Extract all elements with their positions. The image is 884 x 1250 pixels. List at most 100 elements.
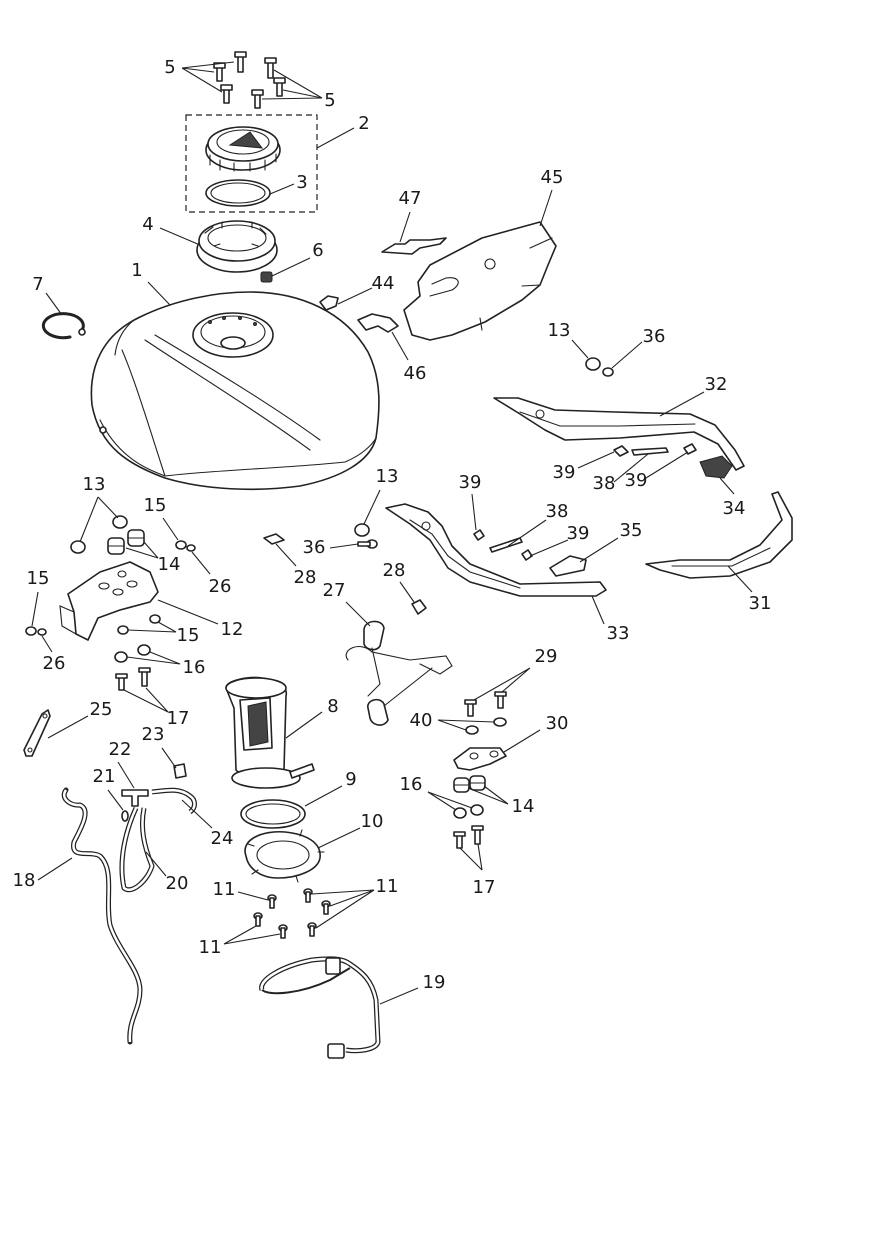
callout-c26a: 26 bbox=[209, 576, 232, 597]
callout-c36a: 36 bbox=[643, 326, 666, 347]
callout-c16a: 16 bbox=[183, 657, 206, 678]
callout-c45: 45 bbox=[541, 167, 564, 188]
callout-c13b: 13 bbox=[83, 474, 106, 495]
callout-c27: 27 bbox=[323, 580, 346, 601]
part-28-clip-mid bbox=[263, 533, 297, 567]
callout-c16b: 16 bbox=[400, 774, 423, 795]
callout-c15c: 15 bbox=[177, 625, 200, 646]
callout-c6: 6 bbox=[312, 240, 323, 261]
part-16-bushes-left bbox=[114, 644, 181, 665]
callout-c34: 34 bbox=[723, 498, 746, 519]
part-10-pump-flange bbox=[244, 827, 361, 883]
callout-c14b: 14 bbox=[512, 796, 535, 817]
part-31-rear-trim bbox=[645, 491, 793, 593]
part-24-hose bbox=[151, 787, 213, 829]
part-5-filler-cap-bolts bbox=[181, 51, 323, 109]
part-38-39-pads-mid bbox=[471, 493, 569, 561]
part-11-flange-screws bbox=[223, 888, 375, 945]
callout-c39d: 39 bbox=[567, 523, 590, 544]
callout-c39c: 39 bbox=[459, 472, 482, 493]
part-1-fuel-tank bbox=[90, 281, 380, 491]
callout-c8: 8 bbox=[327, 696, 338, 717]
callout-c3: 3 bbox=[296, 172, 307, 193]
part-13-nut-mid bbox=[354, 489, 381, 537]
part-16-bushes-right bbox=[427, 791, 484, 819]
part-29-bolts-right bbox=[464, 667, 531, 717]
part-21-clip bbox=[107, 789, 129, 822]
part-36-screw-mid bbox=[329, 539, 378, 549]
part-2-filler-cap bbox=[185, 114, 355, 213]
callout-c35: 35 bbox=[620, 520, 643, 541]
callout-c23: 23 bbox=[142, 724, 165, 745]
callout-c14a: 14 bbox=[158, 554, 181, 575]
part-17-bolts-left bbox=[115, 667, 169, 713]
part-38-39-pads-upper bbox=[577, 443, 697, 483]
part-18-breather-hose bbox=[37, 787, 143, 1045]
callout-c9: 9 bbox=[345, 769, 356, 790]
callout-c17a: 17 bbox=[167, 708, 190, 729]
part-9-pump-seal bbox=[240, 785, 343, 829]
callout-c12: 12 bbox=[221, 619, 244, 640]
callout-c17b: 17 bbox=[473, 877, 496, 898]
part-23-clip bbox=[161, 747, 187, 779]
part-13-nuts-left bbox=[70, 496, 128, 554]
callout-c11b: 11 bbox=[376, 876, 399, 897]
callout-c13c: 13 bbox=[376, 466, 399, 487]
callout-c47: 47 bbox=[399, 188, 422, 209]
part-47-pad bbox=[381, 211, 447, 255]
callout-c36b: 36 bbox=[303, 537, 326, 558]
callout-c4: 4 bbox=[142, 214, 153, 235]
part-28-clip-right bbox=[399, 581, 427, 615]
part-25-strap bbox=[23, 709, 89, 757]
part-14-grommets-left bbox=[107, 529, 159, 559]
part-35-clip bbox=[549, 537, 619, 577]
part-32-side-panel-right bbox=[493, 391, 745, 471]
callout-c39b: 39 bbox=[625, 470, 648, 491]
part-12-mounting-bracket bbox=[59, 561, 219, 641]
callout-c13a: 13 bbox=[548, 320, 571, 341]
part-46-pad bbox=[357, 313, 409, 361]
callout-c10: 10 bbox=[361, 811, 384, 832]
callout-c33: 33 bbox=[607, 623, 630, 644]
part-40-washers bbox=[437, 717, 507, 735]
callout-c18: 18 bbox=[13, 870, 36, 891]
callout-c32: 32 bbox=[705, 374, 728, 395]
part-34-clip bbox=[699, 455, 735, 495]
callout-c31: 31 bbox=[749, 593, 772, 614]
callout-c15a: 15 bbox=[144, 495, 167, 516]
callout-c1: 1 bbox=[131, 260, 142, 281]
callout-c38a: 38 bbox=[593, 473, 616, 494]
part-33-side-panel-left bbox=[385, 503, 607, 625]
callout-c21: 21 bbox=[93, 766, 116, 787]
part-13-nut-upper bbox=[571, 339, 601, 371]
part-27-level-sender bbox=[345, 601, 453, 726]
callout-c5a: 5 bbox=[164, 57, 175, 78]
callout-c26b: 26 bbox=[43, 653, 66, 674]
part-22-t-piece bbox=[117, 761, 149, 807]
callout-c11c: 11 bbox=[199, 937, 222, 958]
callout-c11a: 11 bbox=[213, 879, 236, 900]
callout-c2: 2 bbox=[358, 113, 369, 134]
part-30-bracket-right bbox=[453, 729, 541, 771]
callout-c22: 22 bbox=[109, 739, 132, 760]
callout-c7: 7 bbox=[32, 274, 43, 295]
callout-c24: 24 bbox=[211, 828, 234, 849]
part-44-pad bbox=[319, 287, 373, 311]
part-20-drain-hose bbox=[119, 806, 167, 893]
part-17-bolts-right bbox=[453, 825, 484, 871]
callout-c28a: 28 bbox=[294, 567, 317, 588]
part-3-cap-seal bbox=[205, 179, 295, 207]
callout-c38b: 38 bbox=[546, 501, 569, 522]
part-14-grommets-right bbox=[453, 775, 509, 805]
callout-c20: 20 bbox=[166, 873, 189, 894]
callout-c40: 40 bbox=[410, 710, 433, 731]
part-45-heat-shield bbox=[403, 189, 557, 341]
callout-c28b: 28 bbox=[383, 560, 406, 581]
part-6-grommet bbox=[260, 257, 311, 283]
callout-c15b: 15 bbox=[27, 568, 50, 589]
part-4-filler-flange bbox=[159, 220, 278, 273]
callout-c19: 19 bbox=[423, 972, 446, 993]
part-15-screws-left bbox=[25, 517, 187, 636]
part-8-fuel-pump bbox=[225, 676, 323, 789]
